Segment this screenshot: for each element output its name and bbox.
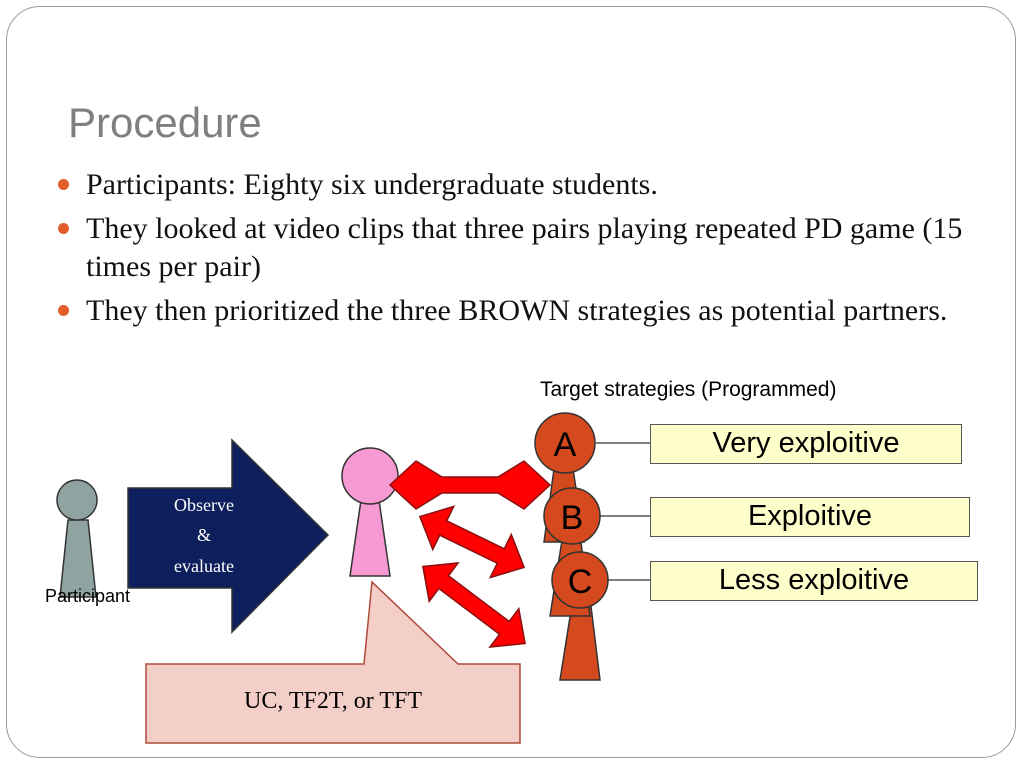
bullet-item: They then prioritized the three BROWN st…	[58, 292, 978, 330]
observe-label-line2: &	[196, 525, 211, 545]
double-arrow-a-icon	[388, 460, 552, 510]
target-head-c: C	[551, 551, 609, 609]
participant-label: Participant	[45, 586, 131, 606]
callout-bubble	[145, 580, 521, 744]
observe-arrow-icon	[127, 438, 330, 634]
slide-title: Procedure	[68, 99, 262, 146]
double-arrow-c-icon	[422, 562, 526, 648]
bullet-text: They then prioritized the three BROWN st…	[86, 294, 948, 327]
target-head-b: B	[543, 487, 601, 545]
participant-figure-icon	[56, 479, 98, 598]
target-letter-c: C	[568, 563, 593, 601]
bullet-dot-icon	[58, 305, 69, 316]
bullet-list: Participants: Eighty six undergraduate s…	[58, 166, 978, 336]
target-strategies-caption: Target strategies (Programmed)	[540, 378, 837, 401]
observe-label-line3: evaluate	[174, 556, 234, 576]
bullet-dot-icon	[58, 223, 69, 234]
double-arrow-b-icon	[418, 505, 526, 579]
target-letter-b: B	[561, 499, 584, 537]
bullet-item: Participants: Eighty six undergraduate s…	[58, 166, 978, 204]
bullet-item: They looked at video clips that three pa…	[58, 210, 978, 286]
strategy-label-exploitive: Exploitive	[650, 497, 970, 537]
target-head-a: A	[534, 412, 596, 474]
bullet-dot-icon	[58, 179, 69, 190]
observe-label-line1: Observe	[174, 495, 234, 515]
callout-text: UC, TF2T, or TFT	[243, 688, 423, 714]
bullet-text: Participants: Eighty six undergraduate s…	[86, 168, 658, 201]
target-letter-a: A	[554, 426, 577, 464]
observer-figure-icon	[341, 447, 399, 577]
strategy-label-very-exploitive: Very exploitive	[650, 424, 962, 464]
bullet-text: They looked at video clips that three pa…	[86, 212, 963, 283]
strategy-label-less-exploitive: Less exploitive	[650, 561, 978, 601]
